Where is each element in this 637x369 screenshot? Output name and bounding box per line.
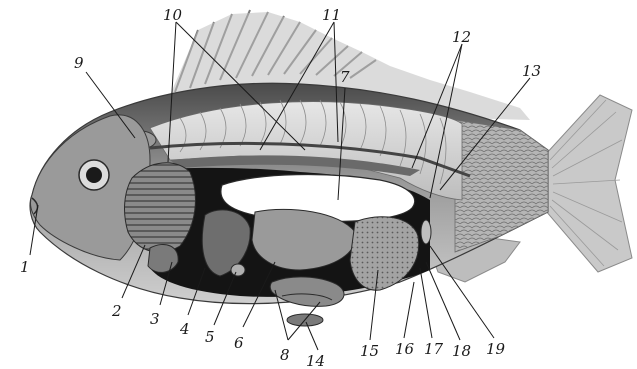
label-4: 4 (179, 320, 190, 338)
label-19: 19 (486, 340, 506, 358)
gall-bladder (231, 264, 245, 276)
label-10: 10 (163, 6, 183, 24)
label-5: 5 (205, 328, 215, 346)
scale-region (455, 120, 548, 252)
heart (148, 244, 178, 272)
label-14: 14 (306, 352, 325, 369)
gills (125, 163, 196, 252)
label-9: 9 (74, 54, 84, 72)
label-8: 8 (280, 346, 290, 364)
label-13: 13 (522, 62, 541, 80)
label-18: 18 (452, 342, 471, 360)
label-15: 15 (360, 342, 379, 360)
label-6: 6 (234, 334, 244, 352)
label-12: 12 (452, 28, 471, 46)
label-2: 2 (111, 302, 122, 320)
label-3: 3 (150, 310, 160, 328)
label-17: 17 (424, 340, 444, 358)
pupil (86, 167, 102, 183)
label-1: 1 (20, 258, 30, 276)
label-7: 7 (340, 68, 350, 86)
label-16: 16 (395, 340, 415, 358)
label-11: 11 (322, 6, 341, 24)
urinary-bladder (421, 220, 431, 244)
